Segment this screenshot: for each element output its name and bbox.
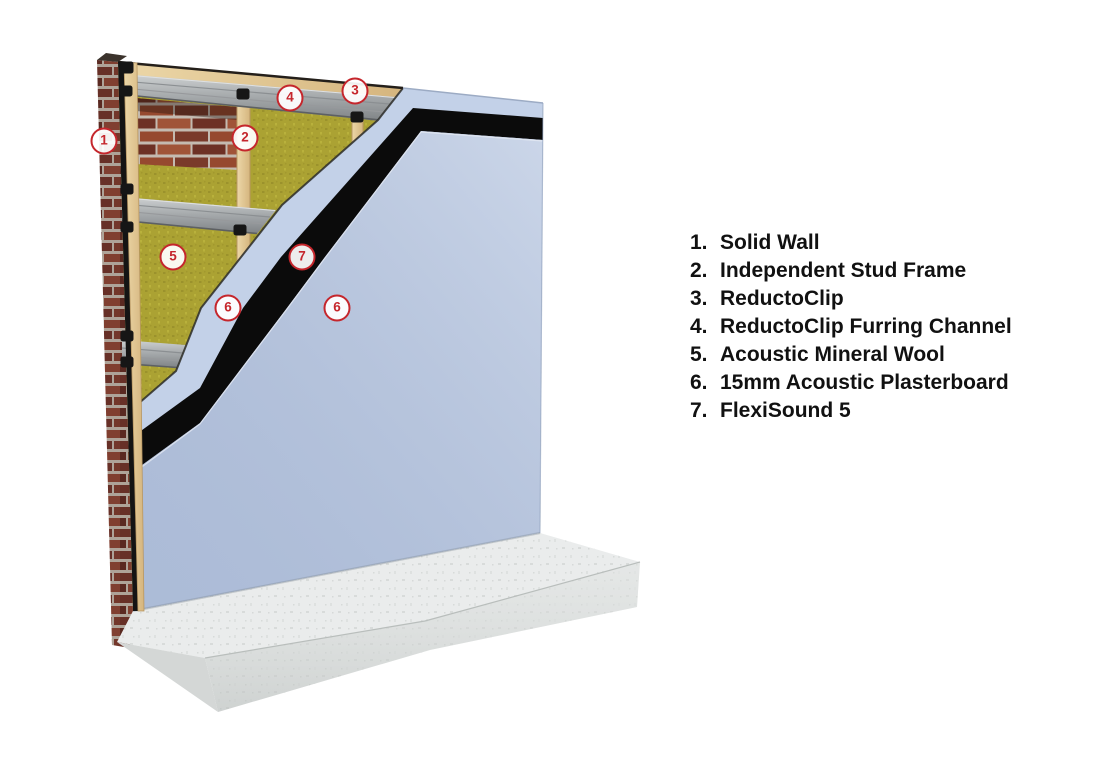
legend-label: ReductoClip: [720, 287, 844, 310]
legend-num: 5.: [690, 343, 708, 366]
clip-icon: [120, 330, 134, 342]
clip-icon: [119, 61, 134, 74]
legend-num: 6.: [690, 371, 708, 394]
callout-1-solid-wall: 1: [90, 127, 118, 155]
clip-icon: [350, 111, 364, 123]
solid-wall-brick-patch: [136, 98, 237, 170]
wall-right-edge: [539, 102, 544, 534]
legend-num: 4.: [690, 315, 708, 338]
clip-icon: [233, 224, 247, 236]
wall-base-seam: [132, 531, 541, 613]
clip-icon: [120, 221, 134, 233]
reducto-clips: [233, 88, 364, 236]
solid-wall-brick-column: [97, 53, 133, 648]
slab-left-face: [117, 642, 218, 712]
callout-6-plasterboard-inner: 6: [214, 294, 242, 322]
clip-icon: [120, 183, 134, 195]
legend-num: 2.: [690, 259, 708, 282]
cut-edge-seam: [137, 87, 404, 405]
legend-item-3: 3. ReductoClip: [690, 285, 1012, 313]
flexisound-layer: [138, 108, 543, 468]
legend-item-4: 4. ReductoClip Furring Channel: [690, 313, 1012, 341]
brick-column-top-face: [97, 53, 127, 62]
wall-top-edge-blue: [402, 87, 544, 104]
board-cut-edge-highlight: [138, 131, 544, 470]
legend-item-6: 6. 15mm Acoustic Plasterboard: [690, 369, 1012, 397]
legend-label: FlexiSound 5: [720, 399, 851, 422]
plasterboard-outer-layer: [133, 131, 544, 611]
clip-icon: [119, 85, 133, 97]
legend-label: Acoustic Mineral Wool: [720, 343, 945, 366]
callout-6-plasterboard-outer: 6: [323, 294, 351, 322]
legend-item-2: 2. Independent Stud Frame: [690, 257, 1012, 285]
legend-label: Solid Wall: [720, 231, 820, 254]
clip-icon: [236, 88, 250, 100]
legend-label: Independent Stud Frame: [720, 259, 967, 282]
legend-num: 1.: [690, 231, 708, 254]
legend-label: ReductoClip Furring Channel: [720, 315, 1012, 338]
legend-item-5: 5. Acoustic Mineral Wool: [690, 341, 1012, 369]
callout-4-furring-channel: 4: [276, 84, 304, 112]
legend-item-7: 7. FlexiSound 5: [690, 397, 1012, 425]
legend: 1. Solid Wall 2. Independent Stud Frame …: [690, 229, 1012, 425]
callout-3-reductoclip: 3: [341, 77, 369, 105]
legend-num: 3.: [690, 287, 708, 310]
legend-item-1: 1. Solid Wall: [690, 229, 1012, 257]
clip-icon: [120, 356, 134, 368]
callout-5-mineral-wool: 5: [159, 243, 187, 271]
legend-label: 15mm Acoustic Plasterboard: [720, 371, 1009, 394]
callout-7-flexisound: 7: [288, 243, 316, 271]
concrete-slab: [117, 533, 641, 712]
legend-num: 7.: [690, 399, 708, 422]
callout-2-stud-frame: 2: [231, 124, 259, 152]
wall-cutaway-diagram: [97, 53, 641, 712]
left-edge-stack: [118, 61, 145, 612]
